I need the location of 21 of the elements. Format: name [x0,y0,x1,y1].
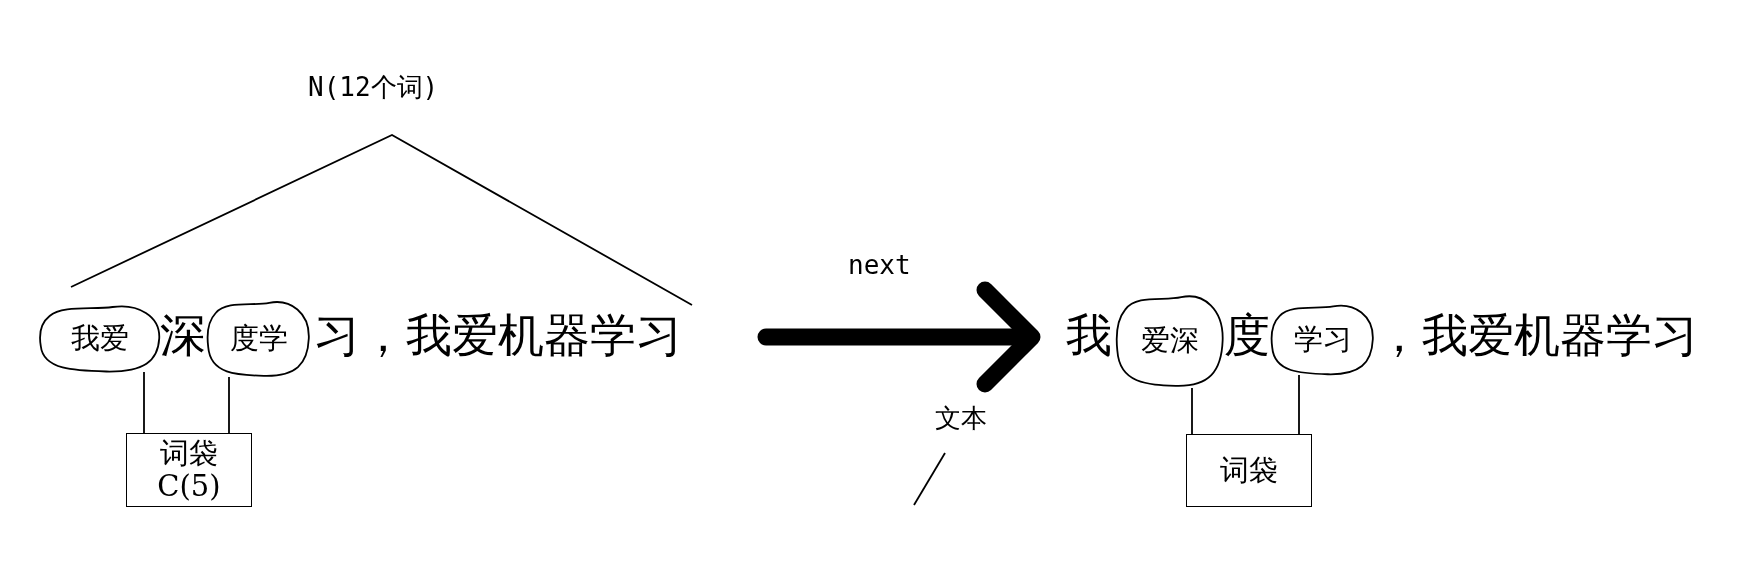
blob-text: 爱深 [1141,326,1199,355]
blob-text: 我爱 [71,324,129,353]
bag-box [1186,434,1312,507]
sentence-text: ，我爱机器学习 [1376,312,1698,358]
bag-box [126,433,252,507]
box-text: C(5) [157,470,221,504]
connector-line [228,376,230,434]
arrow-label: next [848,252,911,278]
box-text: 词袋 [160,436,218,470]
box-text: 词袋 [1220,453,1278,488]
connector-line [143,371,145,434]
sentence-text: 度 [1224,312,1270,358]
count-label: N(12个词) [308,74,439,100]
sentence-text: 深 [160,312,206,358]
connector-line [1298,374,1300,435]
sentence-text: 我 [1066,312,1112,358]
connector-line [1191,387,1193,435]
sentence-text: 习，我爱机器学习 [314,312,682,358]
blob-text: 学习 [1293,325,1352,354]
blob-text: 度学 [229,324,288,353]
caption-text: 文本 [935,405,987,431]
